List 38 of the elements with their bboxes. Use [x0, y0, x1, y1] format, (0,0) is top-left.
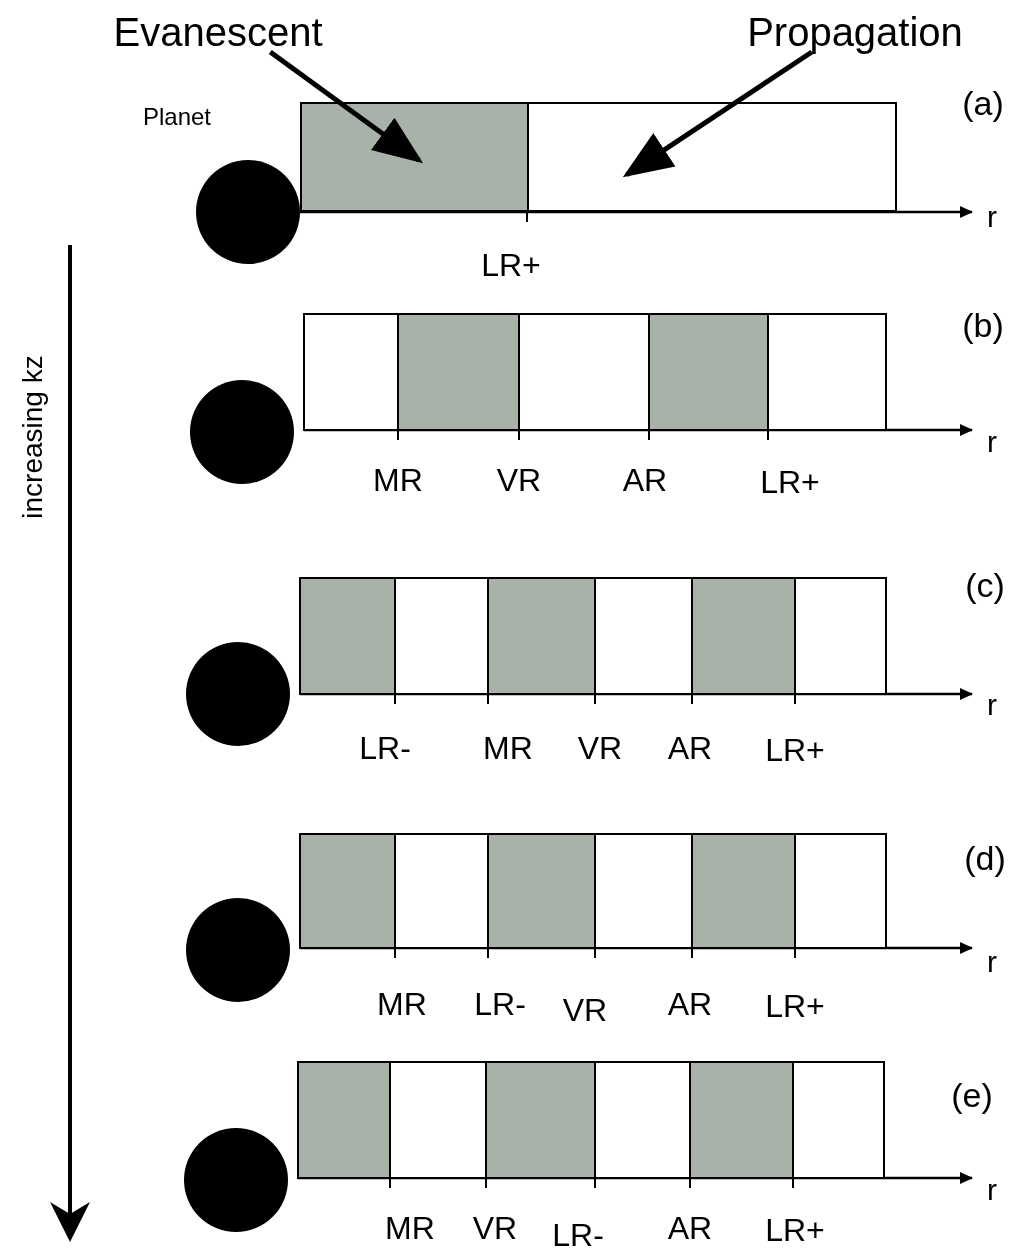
propagation-region	[527, 102, 897, 212]
radius-label: MR	[483, 732, 533, 764]
radius-label: MR	[377, 988, 427, 1020]
radius-label: LR+	[481, 249, 541, 281]
radius-label: LR+	[765, 1214, 825, 1246]
radius-label: MR	[385, 1212, 435, 1244]
radius-label: LR+	[765, 734, 825, 766]
radius-label: AR	[622, 464, 668, 496]
region-label: Propagation	[747, 12, 963, 52]
panel-label: (a)	[962, 86, 1004, 120]
panel-label: (d)	[964, 841, 1006, 875]
axis-label: r	[987, 690, 997, 720]
region-label: Evanescent	[113, 12, 323, 52]
panel-label: (c)	[965, 568, 1005, 602]
axis-label: r	[987, 947, 997, 977]
axis-label: r	[987, 202, 997, 232]
radius-label: AR	[667, 988, 713, 1020]
radius-label: LR-	[474, 988, 526, 1020]
axis-label: r	[987, 427, 997, 457]
leader-arrow	[622, 49, 814, 178]
radius-label: VR	[577, 732, 623, 764]
radius-label: LR-	[552, 1219, 604, 1251]
panel-label: (e)	[951, 1078, 993, 1112]
leader-arrow	[268, 49, 424, 164]
radius-label: MR	[373, 464, 423, 496]
radius-label: LR+	[765, 990, 825, 1022]
radius-label: LR-	[359, 732, 411, 764]
radius-label: LR+	[760, 466, 820, 498]
radius-label: VR	[496, 464, 542, 496]
panel-label: (b)	[962, 308, 1004, 342]
planet-label: Planet	[142, 105, 212, 129]
radius-label: AR	[667, 732, 713, 764]
radius-label: VR	[562, 994, 608, 1026]
evanescent-region	[300, 102, 529, 212]
axis-label: r	[987, 1175, 997, 1205]
radius-label: VR	[472, 1212, 518, 1244]
radius-label: AR	[667, 1212, 713, 1244]
axis-title: increasing kz	[19, 355, 47, 519]
